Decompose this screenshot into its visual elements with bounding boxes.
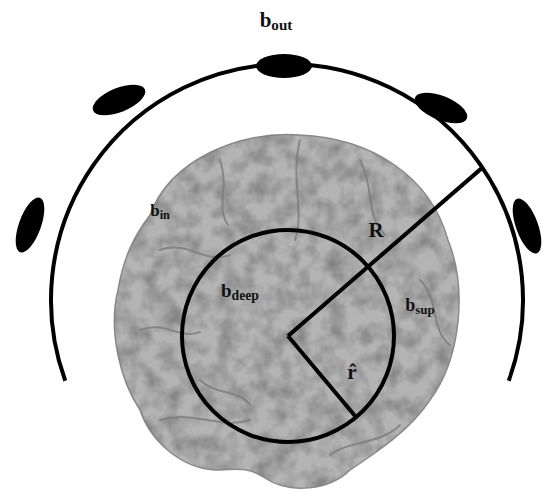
sulcus [160, 417, 250, 423]
sulcus [140, 327, 200, 334]
sulcus [295, 140, 300, 240]
sensor [10, 194, 51, 256]
outer-sphere-arc [51, 64, 523, 381]
sulcus [220, 160, 228, 225]
sulcus [200, 380, 250, 405]
brain-sulci [140, 140, 450, 455]
sensor-group [10, 54, 548, 257]
radius-label: r̂ [347, 362, 356, 383]
inner-sphere [182, 230, 394, 442]
radius-line [288, 336, 356, 417]
radius-label: R [368, 220, 383, 241]
brain-texture [114, 134, 459, 488]
region-label: bdeep [221, 281, 259, 300]
radius-line [288, 168, 482, 336]
sensor-label: bout [260, 10, 293, 31]
region-label: bsup [405, 296, 434, 314]
region-label: bin [150, 202, 170, 219]
brain-shape [114, 134, 459, 488]
